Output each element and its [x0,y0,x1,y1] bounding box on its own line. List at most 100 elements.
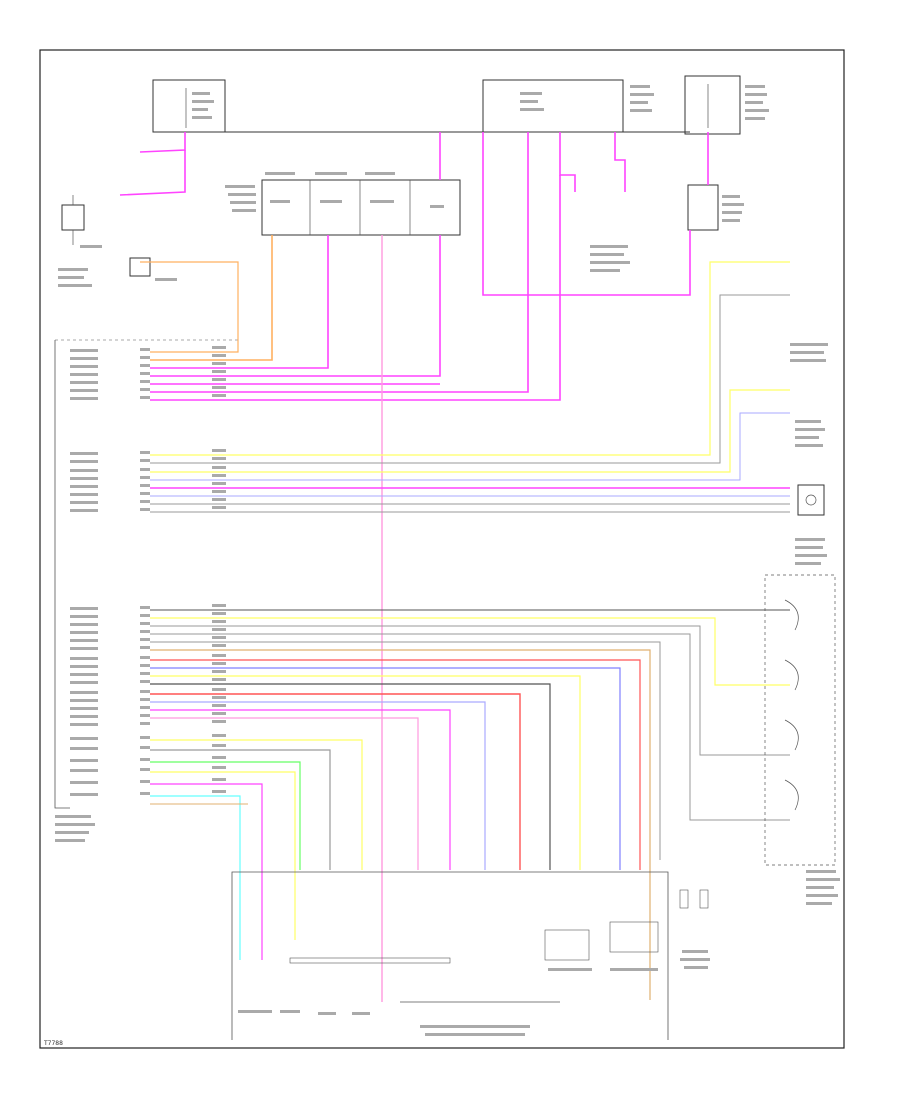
brake-switch [687,184,744,231]
left-fuse-stack [58,195,102,287]
pcm-pin-name-19 [70,631,98,634]
powertrain-control-module [54,339,240,842]
wire-3 [559,132,576,192]
pcm-pin-name-21 [70,647,98,650]
pcm-pin-number-19 [140,630,150,633]
wire-19 [150,412,790,481]
pcm-pin-number-13 [140,492,150,495]
diagram-frame [39,49,845,1049]
pcm-pin-name-5 [70,381,98,384]
pcm-wire-code-10 [212,466,226,469]
pcm-pin-name-2 [70,357,98,360]
pcm-pin-number-11 [140,476,150,479]
pcm-wire-code-3 [212,362,226,365]
pcm-pin-name-17 [70,615,98,618]
pcm-pin-name-29 [70,715,98,718]
pcm-wire-code-12 [212,482,226,485]
horn-switch [129,257,177,281]
pcm-wire-code-36 [212,790,226,793]
pcm-pin-number-35 [140,780,150,783]
pcm-pin-number-30 [140,722,150,725]
pcm-pin-name-34 [70,769,98,772]
pcm-pin-number-27 [140,698,150,701]
pcm-pin-name-1 [70,349,98,352]
fuse-block-right [684,75,769,135]
wire-39 [150,749,331,870]
pcm-pin-number-2 [140,356,150,359]
pcm-pin-name-30 [70,723,98,726]
pcm-wire-code-26 [212,688,226,691]
pcm-pin-name-26 [70,691,98,694]
pcm-wire-code-35 [212,778,226,781]
pcm-wire-code-17 [212,612,226,615]
pcm-pin-name-8 [70,452,98,455]
pcm-pin-name-23 [70,665,98,668]
pcm-pin-name-13 [70,493,98,496]
pcm-pin-name-36 [70,793,98,796]
pcm-wire-code-6 [212,386,226,389]
wire-36 [150,709,451,870]
wire-7 [482,132,691,296]
pcm-wire-code-23 [212,662,226,665]
pcm-pin-number-20 [140,638,150,641]
relay-label-left [225,185,256,212]
wire-27 [150,633,790,821]
pcm-pin-number-33 [140,758,150,761]
pcm-wire-code-33 [212,756,226,759]
data-link-connector [590,245,630,272]
pcm-wire-code-15 [212,506,226,509]
pcm-pin-number-12 [140,484,150,487]
pcm-pin-name-16 [70,607,98,610]
pcm-wire-code-21 [212,644,226,647]
pcm-wire-code-2 [212,354,226,357]
wire-31 [150,667,621,870]
pcm-pin-name-15 [70,509,98,512]
pcm-pin-number-21 [140,646,150,649]
figure-code: T7788 [43,1040,63,1047]
pcm-wire-code-7 [212,394,226,397]
underhood-fuse-block [153,79,690,133]
pcm-pin-name-22 [70,657,98,660]
pcm-pin-name-24 [70,673,98,676]
pcm-pin-number-31 [140,736,150,739]
pcm-pin-number-32 [140,746,150,749]
pcm-pin-number-6 [140,388,150,391]
pcm-pin-number-9 [140,459,150,462]
pcm-wire-code-32 [212,744,226,747]
wire-42 [150,783,263,960]
pcm-wire-code-11 [212,474,226,477]
pcm-pin-number-28 [140,706,150,709]
wire-12 [150,175,561,401]
wire-30 [150,659,641,870]
wire-34 [150,693,521,870]
pcm-pin-number-36 [140,792,150,795]
pcm-pin-number-4 [140,372,150,375]
pcm-pin-name-4 [70,373,98,376]
pcm-pin-name-7 [70,397,98,400]
input-speed-sensor [790,343,828,362]
pcm-pin-name-32 [70,747,98,750]
wire-11 [150,132,529,393]
pcm-pin-number-29 [140,714,150,717]
wire-harness [119,132,790,1002]
pcm-pin-number-7 [140,396,150,399]
wire-25 [150,617,790,686]
pcm-pin-name-28 [70,707,98,710]
pcm-pin-number-23 [140,664,150,667]
pcm-pin-name-35 [70,781,98,784]
pcm-wire-code-31 [212,734,226,737]
wire-14 [140,261,239,353]
fuse-block-left [152,79,226,133]
wire-26 [150,625,790,756]
pcm-pin-number-10 [140,468,150,471]
pcm-wire-code-30 [212,720,226,723]
wire-18 [150,389,790,473]
pcm-pin-number-16 [140,606,150,609]
pcm-wire-code-22 [212,654,226,657]
pcm-wire-code-14 [212,498,226,501]
wire-41 [150,771,296,940]
pcm-pin-name-12 [70,485,98,488]
pcm-pin-labels [70,346,226,796]
pcm-pin-number-5 [140,380,150,383]
